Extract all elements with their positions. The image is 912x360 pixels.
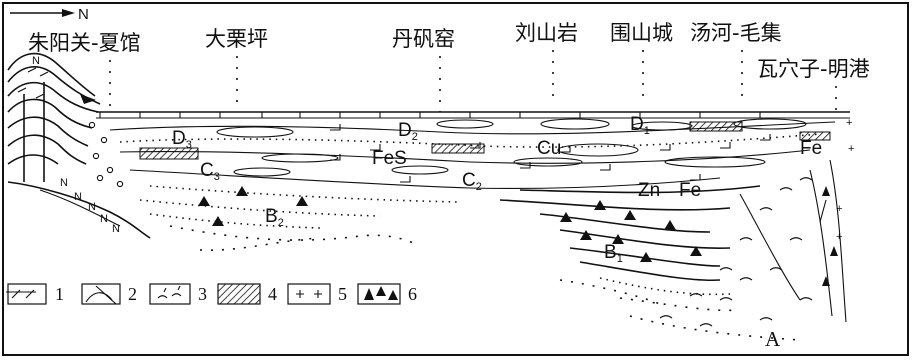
svg-text:N: N	[60, 177, 68, 189]
place-tanghe: 汤河-毛集	[690, 21, 782, 45]
north-label: N	[78, 6, 89, 23]
legend-number-4: 4	[268, 284, 277, 304]
place-liushanyan: 刘山岩	[515, 21, 578, 45]
svg-text:+: +	[848, 143, 854, 155]
ore-cu: Cu	[537, 138, 561, 159]
legend-item-2: 2	[81, 283, 137, 305]
legend-item-6: 6	[357, 283, 417, 305]
ore-fe-east: Fe	[800, 138, 822, 159]
svg-text:N: N	[32, 55, 40, 67]
unit-c3: C3	[200, 160, 220, 183]
legend-number-6: 6	[408, 284, 417, 304]
unit-d1: D1	[630, 114, 650, 137]
western-fold-belt: N N N N N N	[7, 52, 151, 239]
unit-d2: D2	[398, 120, 418, 143]
place-waxuezi: 瓦穴子-明港	[757, 57, 870, 81]
svg-text:N: N	[112, 223, 120, 235]
place-weishancheng: 围山城	[610, 21, 673, 45]
ore-zn: Zn	[638, 180, 660, 201]
legend-item-5: 5	[287, 283, 347, 305]
svg-text:+: +	[836, 231, 842, 243]
western-breccia	[198, 186, 308, 226]
legend: 1 2 3 4 5 6	[6, 283, 417, 305]
location-leaders	[109, 50, 837, 112]
svg-text:N: N	[88, 201, 96, 213]
volcanic-ticks	[330, 124, 771, 183]
legend-item-1: 1	[6, 283, 64, 305]
svg-text:+: +	[846, 117, 852, 129]
unit-b2: B2	[265, 206, 284, 229]
legend-number-5: 5	[338, 284, 347, 304]
eastern-belt	[499, 185, 761, 312]
legend-number-2: 2	[128, 284, 137, 304]
unit-c2: C2	[462, 170, 482, 193]
svg-text:+: +	[836, 203, 842, 215]
place-dalieping: 大栗坪	[205, 27, 268, 51]
svg-text:N: N	[100, 213, 108, 225]
north-arrow: N	[10, 6, 89, 23]
legend-item-4: 4	[217, 283, 277, 305]
surface-line	[96, 111, 850, 119]
unit-b1: B1	[604, 242, 623, 265]
legend-number-3: 3	[198, 284, 207, 304]
legend-item-3: 3	[149, 283, 207, 305]
ore-fes: FeS	[372, 148, 407, 169]
granite-intrusion: + + + +	[629, 117, 854, 341]
figure-frame	[2, 2, 909, 356]
marker-a: A	[765, 327, 781, 351]
place-zhuyangguan: 朱阳关-夏馆	[28, 31, 141, 55]
legend-number-1: 1	[55, 284, 64, 304]
svg-text:N: N	[74, 191, 82, 203]
ore-fe-middle: Fe	[679, 180, 701, 201]
ore-lenses	[139, 118, 831, 177]
unit-d3: D3	[172, 128, 192, 151]
place-danfanyao: 丹矾窑	[392, 27, 455, 51]
